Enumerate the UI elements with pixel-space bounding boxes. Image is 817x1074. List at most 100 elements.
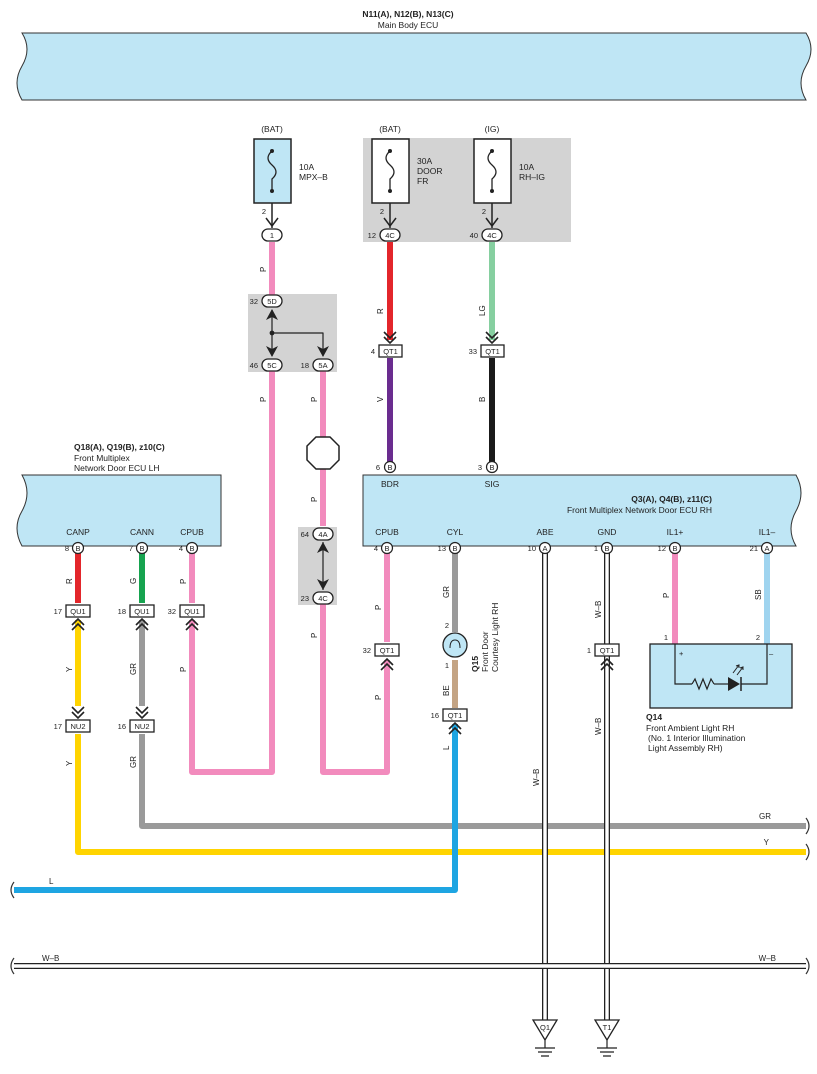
wire-labels: P P P P P R LG V B R G P Y GR P Y GR P P… [42,267,776,963]
svg-text:IL1–: IL1– [759,527,776,537]
svg-text:23: 23 [301,594,309,603]
svg-text:Front Door: Front Door [480,631,490,672]
svg-text:B: B [672,544,677,553]
top-ecu-title: N11(A), N12(B), N13(C) [362,9,453,19]
svg-text:2: 2 [445,621,449,630]
svg-text:2: 2 [482,207,486,216]
svg-text:(IG): (IG) [485,124,500,134]
wire-pink-4c [320,604,390,775]
svg-text:3: 3 [478,463,482,472]
svg-text:SB: SB [754,589,763,600]
ground-q1: Q1 [531,1019,559,1057]
svg-text:FR: FR [417,176,428,186]
svg-text:P: P [310,497,319,502]
svg-text:QT1: QT1 [383,347,398,356]
svg-text:P: P [310,397,319,402]
svg-text:6: 6 [376,463,380,472]
wire-yellow-bus [75,734,806,855]
svg-text:QU1: QU1 [70,607,85,616]
svg-text:8: 8 [65,544,69,553]
svg-text:(BAT): (BAT) [379,124,401,134]
svg-text:1: 1 [445,661,449,670]
wire-pink-5c [189,370,275,775]
svg-text:W–B: W–B [594,718,603,735]
svg-text:B: B [384,544,389,553]
svg-text:12: 12 [658,544,666,553]
svg-text:32: 32 [168,607,176,616]
svg-text:4A: 4A [318,530,327,539]
svg-text:NU2: NU2 [134,722,149,731]
svg-text:4C: 4C [318,594,328,603]
svg-text:1: 1 [587,646,591,655]
svg-text:B: B [604,544,609,553]
ground-t1: T1 [593,1019,621,1057]
connector-ovals: 1 4C 12 4C 40 5D 32 5C 46 5A 18 4A 64 4C… [250,228,503,605]
wire-blue-cyl [14,724,458,893]
svg-text:QU1: QU1 [184,607,199,616]
svg-text:2: 2 [262,207,266,216]
svg-text:B: B [478,397,487,402]
top-ecu-subtitle: Main Body ECU [378,20,438,30]
svg-text:R: R [376,308,385,314]
svg-text:10: 10 [528,544,536,553]
wire-gray-bus [139,734,806,829]
svg-text:Light Assembly RH): Light Assembly RH) [648,743,723,753]
svg-text:B: B [75,544,80,553]
svg-text:–: – [769,649,774,658]
svg-text:Front Multiplex Network Door E: Front Multiplex Network Door ECU RH [567,505,712,515]
led-icon [728,677,740,691]
qu1-connectors: QU1 17 QU1 18 QU1 32 [54,604,205,631]
svg-text:ABE: ABE [536,527,553,537]
svg-text:QT1: QT1 [485,347,500,356]
svg-text:P: P [662,593,671,598]
svg-text:LG: LG [478,305,487,316]
svg-text:P: P [179,579,188,584]
svg-text:1: 1 [594,544,598,553]
svg-text:IL1+: IL1+ [667,527,684,537]
svg-text:Q14: Q14 [646,712,662,722]
svg-text:Q1: Q1 [540,1023,550,1032]
svg-text:13: 13 [438,544,446,553]
qt1-upper-connectors: QT1 4 QT1 33 [371,331,505,358]
svg-text:P: P [259,267,268,272]
svg-text:46: 46 [250,361,258,370]
svg-text:A: A [542,544,547,553]
svg-text:CPUB: CPUB [180,527,204,537]
ambient-light-q14: 1 2 + – Q14 Front Ambient Light RH (No. … [646,633,793,753]
svg-text:Front Ambient Light RH: Front Ambient Light RH [646,723,734,733]
svg-text:GR: GR [129,756,138,768]
svg-text:RH–IG: RH–IG [519,172,545,182]
svg-text:40: 40 [470,231,478,240]
svg-text:P: P [310,633,319,638]
svg-text:B: B [489,463,494,472]
svg-text:QT1: QT1 [380,646,395,655]
svg-text:Y: Y [764,838,770,847]
svg-text:4: 4 [371,347,375,356]
svg-text:R: R [65,578,74,584]
svg-text:33: 33 [469,347,477,356]
svg-text:(BAT): (BAT) [261,124,283,134]
svg-text:5C: 5C [267,361,277,370]
svg-text:32: 32 [250,297,258,306]
svg-text:16: 16 [118,722,126,731]
svg-text:4C: 4C [385,231,395,240]
qt1-lower-connectors: QT1 32 QT1 16 QT1 1 [363,643,620,735]
wires [14,242,806,1020]
svg-text:L: L [442,745,451,750]
svg-text:17: 17 [54,607,62,616]
svg-text:V: V [376,396,385,402]
svg-text:G: G [129,578,138,584]
svg-text:4: 4 [374,544,378,553]
svg-text:12: 12 [368,231,376,240]
svg-text:2: 2 [380,207,384,216]
svg-text:Q3(A), Q4(B), z11(C): Q3(A), Q4(B), z11(C) [631,494,712,504]
svg-text:7: 7 [129,544,133,553]
svg-text:17: 17 [54,722,62,731]
svg-text:21: 21 [750,544,758,553]
svg-text:18: 18 [301,361,309,370]
svg-text:(No. 1 Interior Illumination: (No. 1 Interior Illumination [648,733,746,743]
svg-text:Q18(A), Q19(B), z10(C): Q18(A), Q19(B), z10(C) [74,442,165,452]
svg-text:W–B: W–B [594,601,603,618]
svg-text:QT1: QT1 [448,711,463,720]
